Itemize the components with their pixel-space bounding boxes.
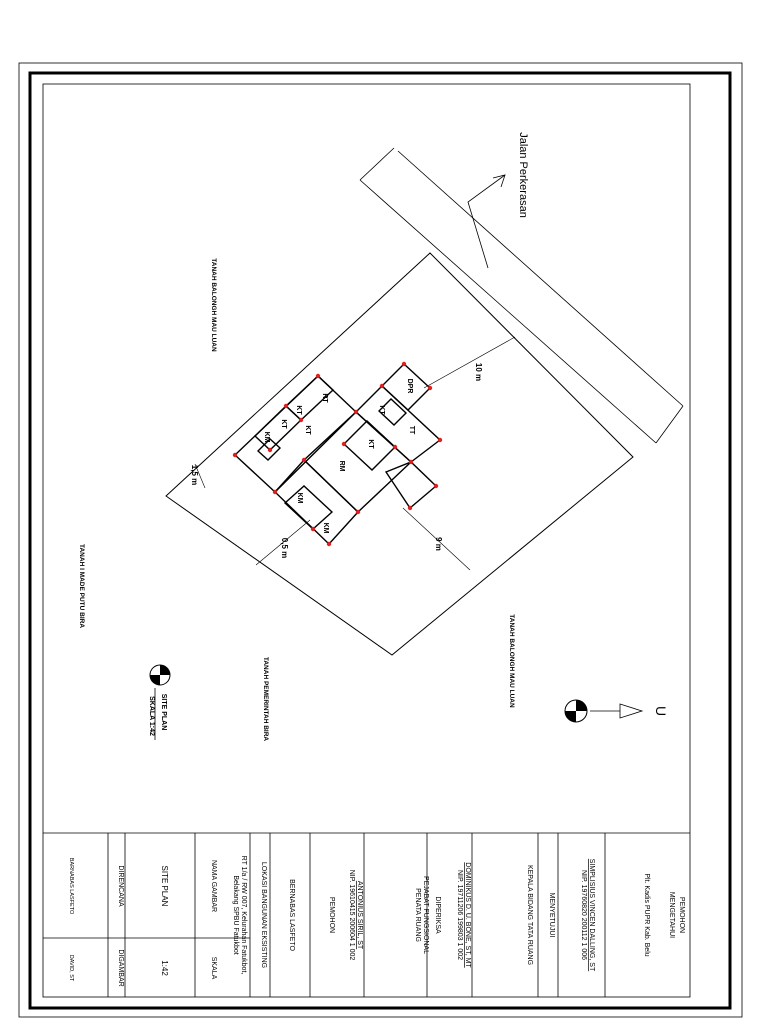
tb-kadis-nip: NIP. 19760820 200112 1 006 <box>580 870 587 960</box>
title-block <box>43 832 690 997</box>
dim-setback: 1,5 m <box>190 465 199 485</box>
room-label: RT <box>321 393 328 403</box>
tb-skala: SKALA <box>210 957 217 980</box>
tb-digambar-value: DAVID, ST <box>68 955 74 982</box>
room-label: DPR <box>406 379 413 394</box>
north-label: U <box>653 706 669 716</box>
room-outline <box>380 363 432 411</box>
room-outline <box>302 411 413 513</box>
tb-pemohon-label: PEMOHON <box>328 897 335 933</box>
tb-kepala-name: DOMINIKUS D. U. BONE, ST, MT <box>464 862 471 968</box>
tb-kepala-nip: NIP. 19711206 199803 1 002 <box>456 870 463 960</box>
road <box>359 147 684 444</box>
inner-frame <box>42 83 691 998</box>
room-label: KM <box>263 432 270 443</box>
room-outline <box>377 398 408 426</box>
tb-menyetujui: MENYETUJUI <box>548 893 555 938</box>
dim-right-side: 9 m <box>434 537 443 551</box>
room-outline <box>283 485 334 530</box>
dim-left-side: 0,5 m <box>280 538 289 558</box>
tb-nama-gambar-value: SITE PLAN <box>160 866 169 907</box>
site-plan-scale: SKALA 1:42 <box>148 696 155 736</box>
tb-pemeriksa-nip: NIP. 19610415 200604 1 002 <box>348 870 355 961</box>
tb-pejabat-1: PEJABAT FUNGSIONAL <box>422 876 429 954</box>
tb-kepala-bidang: KEPALA BIDANG TATA RUANG <box>526 865 533 965</box>
tb-pemeriksa-name: ANTONIUS SIRIL, ST <box>356 881 363 950</box>
tb-lokasi: LOKASI BANGUNAN EKSISTING <box>260 862 267 968</box>
tb-digambar: DIGAMBAR <box>117 949 124 986</box>
tb-pemohon-name: BERNABAS LASFETO <box>288 879 295 951</box>
neighbor-south: TANAH BALONGH MAU LUAN <box>508 614 515 708</box>
room-label: KT <box>295 405 302 415</box>
site-plan-symbol: SITE PLAN SKALA 1:42 <box>148 664 171 740</box>
room-labels: KM KT KT KT RT RM KT KT DPR TT KM KM <box>263 379 415 534</box>
room-label: KT <box>367 439 374 449</box>
north-arrow: U <box>564 699 669 723</box>
tb-diperiksa: DIPERIKSA <box>434 896 441 934</box>
tb-alamat-1: RT 1/a / RW 007, Kelurahan Fatukbot, <box>240 856 247 975</box>
room-label: RM <box>338 461 345 472</box>
tb-alamat-2: Belakang SPBU Fatukbot <box>232 875 239 954</box>
room-outline <box>354 385 442 463</box>
tb-kadis-name: SIMPLISIUS VINCEN DALLING, ST <box>588 859 595 972</box>
room-outline <box>274 458 359 546</box>
tb-direncana-value: BARNABAS LASFETO <box>68 858 74 915</box>
room-label: KT <box>304 425 311 435</box>
room-label: KM <box>296 493 303 504</box>
tb-plt-kadis: Plt. Kadis PUPR Kab. Belu <box>643 873 650 956</box>
tb-skala-value: 1:42 <box>160 960 169 976</box>
neighbor-south-west: TANAH PEMERINTAH BIRA <box>262 657 269 742</box>
room-outline <box>233 375 358 493</box>
site-plan-title: SITE PLAN <box>160 694 167 731</box>
room-label: KM <box>322 523 329 534</box>
dim-front: 10 m <box>474 363 483 381</box>
tb-mengetahui: MENGETAHUI <box>668 892 675 938</box>
room-outline <box>284 375 335 421</box>
neighbor-west: TANAH I MADE PUTU BIRA <box>78 544 85 628</box>
room-label: KT <box>378 405 385 415</box>
vertex-markers <box>232 361 443 547</box>
room-outline <box>253 405 303 451</box>
outer-frame <box>18 62 743 1018</box>
land-parcel <box>165 252 634 656</box>
neighbor-north-east: TANAH BALONGH MAU LUAN <box>210 258 217 352</box>
road-label: Jalan Perkerasan <box>517 132 529 218</box>
room-label: TT <box>408 426 415 435</box>
dimension-lines <box>194 336 516 571</box>
border-frame <box>28 71 732 1010</box>
tb-nama-gambar: NAMA GAMBAR <box>210 860 217 912</box>
tb-pejabat-2: PENATA RUANG <box>414 888 421 942</box>
room-outline <box>256 438 282 461</box>
tb-direncana: DIRENCANA <box>117 865 124 907</box>
road-leader-arrow <box>467 174 506 269</box>
tb-pemohon-heading: PEMOHON <box>678 897 685 933</box>
room-outline <box>384 461 438 510</box>
site-drawing <box>165 147 684 656</box>
room-label: KT <box>280 419 287 429</box>
